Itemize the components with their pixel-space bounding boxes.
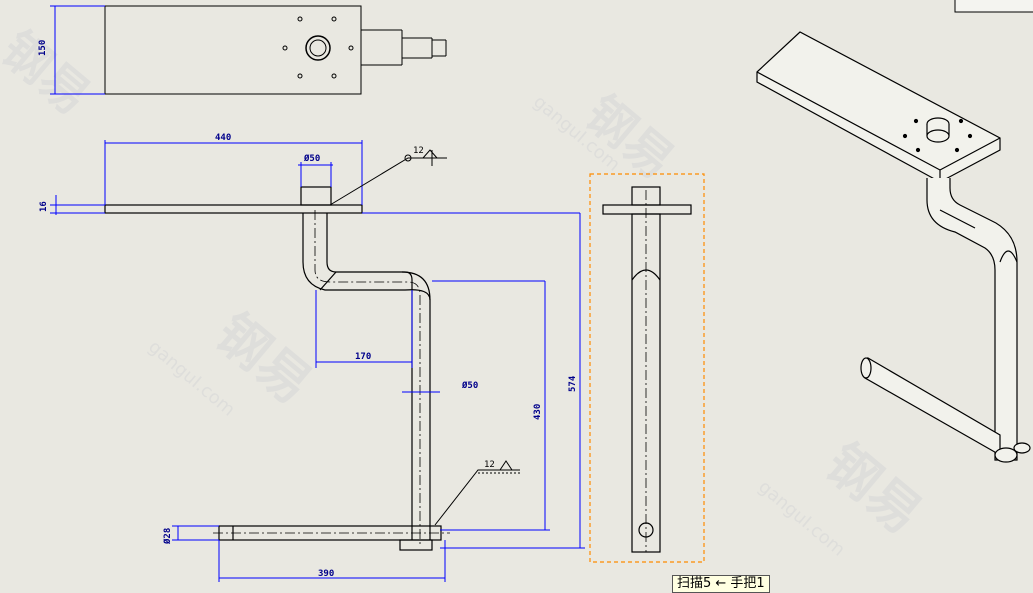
hole-isometric <box>902 133 908 139</box>
dim-vertical-430: 430 <box>533 404 543 420</box>
dim-rod-diameter: Ø28 <box>162 528 173 545</box>
tube-bend-arc <box>999 250 1018 263</box>
bolt-hole <box>282 45 288 51</box>
handle-stub-top-view <box>361 29 447 66</box>
dim-plate-length: 440 <box>215 133 231 143</box>
rod-end-isometric <box>860 357 872 379</box>
hole-isometric <box>958 118 964 124</box>
hole-isometric <box>915 147 921 153</box>
plate-front-view[interactable] <box>104 204 363 214</box>
watermark: 钢易 钢易 钢易 钢易 ganguI.com ganguI.com ganguI… <box>0 21 932 561</box>
view-frame-corner <box>954 0 1033 13</box>
hole-isometric <box>954 147 960 153</box>
dim-plate-height: 150 <box>38 40 48 56</box>
weld-symbol-top[interactable] <box>329 149 447 206</box>
bolt-hole <box>331 73 337 79</box>
dim-flange-diameter: Ø50 <box>303 153 320 164</box>
top-view[interactable] <box>104 5 447 95</box>
bolt-hole <box>297 16 303 22</box>
boss-base-isometric <box>926 129 950 143</box>
bend-line <box>319 271 337 291</box>
plate-isometric <box>756 31 1001 183</box>
watermark-logo: 钢易 <box>0 21 100 126</box>
tube-end-cap <box>399 539 433 551</box>
bolt-hole <box>348 45 354 51</box>
tube-outer-edge <box>302 213 431 540</box>
weld-size-top: 12 <box>413 146 424 156</box>
plate-side-view <box>602 204 692 215</box>
front-view[interactable] <box>104 186 450 551</box>
bolt-hole <box>331 16 337 22</box>
rod-isometric <box>864 357 1001 457</box>
dim-tube-diameter: Ø50 <box>461 380 478 391</box>
tube-end-isometric <box>994 447 1018 463</box>
front-view-dimensions <box>50 140 585 582</box>
hole-isometric <box>913 118 919 124</box>
hole-isometric <box>967 133 973 139</box>
bolt-hole <box>297 73 303 79</box>
isometric-view[interactable] <box>756 31 1031 463</box>
plate-top-view[interactable] <box>104 5 362 95</box>
selection-box[interactable] <box>589 173 705 563</box>
boss-inner-circle <box>309 39 327 57</box>
flange-front-view <box>300 186 332 206</box>
bend-line <box>401 271 431 301</box>
top-view-dimensions <box>50 5 105 95</box>
rod-stub-isometric <box>1013 442 1031 454</box>
tube-inner-edge <box>326 213 413 540</box>
side-view[interactable] <box>602 186 692 553</box>
dim-bottom-390: 390 <box>318 569 334 579</box>
tube-centerline <box>314 210 421 545</box>
dim-overall-574: 574 <box>568 375 578 392</box>
weld-symbol-bottom[interactable] <box>434 460 520 526</box>
tube-bend-line <box>939 209 976 229</box>
rod-end-circle <box>638 522 654 538</box>
dim-plate-thickness: 16 <box>39 201 49 212</box>
boss-circle <box>305 35 331 61</box>
dim-offset-170: 170 <box>355 352 371 362</box>
selection-tooltip: 扫描5 ← 手把1 <box>672 575 770 593</box>
weld-size-bottom: 12 <box>484 460 495 470</box>
